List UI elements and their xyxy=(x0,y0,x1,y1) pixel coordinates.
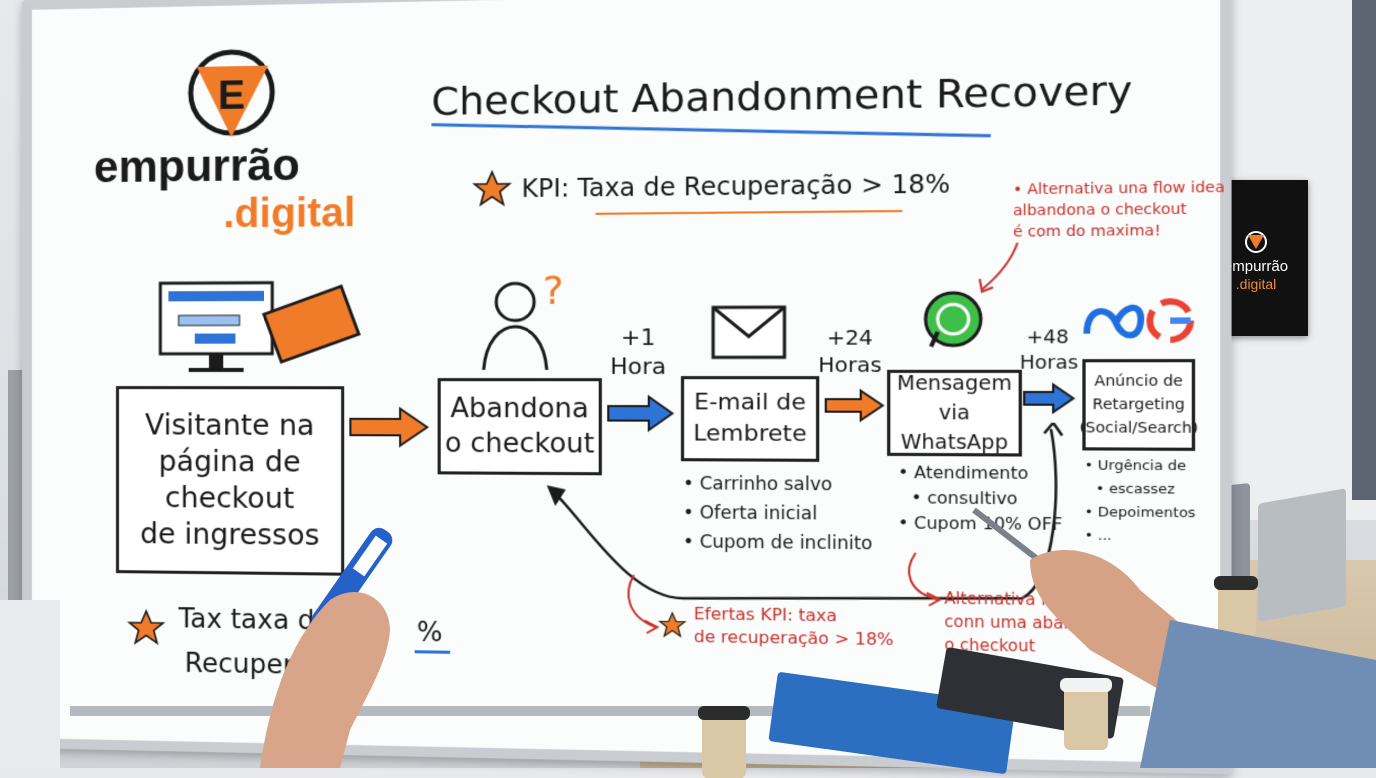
annotation-line: é com do maxima! xyxy=(1013,222,1161,241)
arrow-right-icon xyxy=(824,389,885,423)
list-item: Urgência de xyxy=(1085,455,1196,479)
envelope-icon xyxy=(711,305,787,359)
logo-word-2: .digital xyxy=(223,190,356,237)
step-label-line: página de xyxy=(158,444,301,479)
star-icon xyxy=(657,610,687,639)
step-label-line: Anúncio de xyxy=(1094,372,1183,391)
coffee-cup xyxy=(698,706,750,778)
board-title: Checkout Abandonment Recovery xyxy=(431,67,1133,125)
step-label-line: checkout xyxy=(164,480,295,516)
whatsapp-icon xyxy=(922,290,984,353)
shirt-sleeve xyxy=(0,600,60,768)
annotation-line: • Alternativa una flow idea xyxy=(1013,179,1225,199)
step-label-line: E-mail de xyxy=(694,389,806,416)
poster-word-1: empurrão xyxy=(1223,258,1289,275)
timing-label: +1 Hora xyxy=(608,324,668,382)
timing-line: Horas xyxy=(1019,351,1079,374)
timing-line: +24 xyxy=(826,324,873,350)
arrow-right-icon xyxy=(606,395,674,432)
logo-word-1: empurrão xyxy=(93,140,300,193)
arrow-right-icon xyxy=(348,407,429,448)
window-frame xyxy=(1352,0,1376,500)
step-label-line: Retargeting xyxy=(1092,396,1185,414)
hand-holding-pen xyxy=(972,507,1376,768)
arrow-right-icon xyxy=(1022,382,1076,414)
person-question-icon: ? xyxy=(477,268,564,372)
marker-tray xyxy=(70,706,1150,716)
step-label-line: Mensagem xyxy=(896,371,1012,396)
coffee-cup xyxy=(1214,576,1258,638)
annotation-top: • Alternativa una flow idea albandona o … xyxy=(1013,177,1225,243)
red-pointer-arrow xyxy=(978,241,1022,294)
logo-icon xyxy=(1245,231,1267,253)
timing-line: +48 xyxy=(1026,326,1069,349)
timing-line: Horas xyxy=(818,351,882,378)
kpi-value: Taxa de Recuperação > 18% xyxy=(577,169,951,203)
svg-text:?: ? xyxy=(543,268,564,314)
step-label-line: Visitante na xyxy=(144,408,315,443)
note-line: de recuperação > 18% xyxy=(693,626,894,650)
kpi-label: KPI: xyxy=(521,173,570,204)
star-icon xyxy=(126,607,166,648)
poster-word-2: .digital xyxy=(1235,276,1277,292)
timing-line: Hora xyxy=(610,354,667,381)
bottom-kpi-note: Efertas KPI: taxa de recuperação > 18% xyxy=(694,603,894,652)
kpi-underline xyxy=(595,209,903,215)
svg-text:E: E xyxy=(218,73,245,118)
coffee-cup xyxy=(1060,678,1112,750)
hand-holding-marker xyxy=(260,527,393,768)
red-pointer-arrow xyxy=(900,551,944,610)
title-underline xyxy=(431,123,991,138)
annotation-line: albandona o checkout xyxy=(1013,200,1187,220)
logo-icon: E xyxy=(183,43,281,142)
timing-label: +24 Horas xyxy=(815,324,885,379)
meta-google-icon xyxy=(1082,295,1195,349)
star-icon xyxy=(471,168,513,210)
computer-ticket-icon xyxy=(158,280,362,372)
flow-step-retargeting: Anúncio de Retargeting (Social/Search) xyxy=(1079,359,1199,451)
list-item: escassez xyxy=(1085,478,1196,502)
step-label-line: (Social/Search) xyxy=(1079,419,1199,438)
whiteboard: E empurrão .digital Checkout Abandonment… xyxy=(22,0,1232,775)
note-line: Efertas KPI: taxa xyxy=(693,603,838,626)
timing-line: +1 xyxy=(620,325,656,352)
timing-label: +48 Horas xyxy=(1019,325,1079,376)
